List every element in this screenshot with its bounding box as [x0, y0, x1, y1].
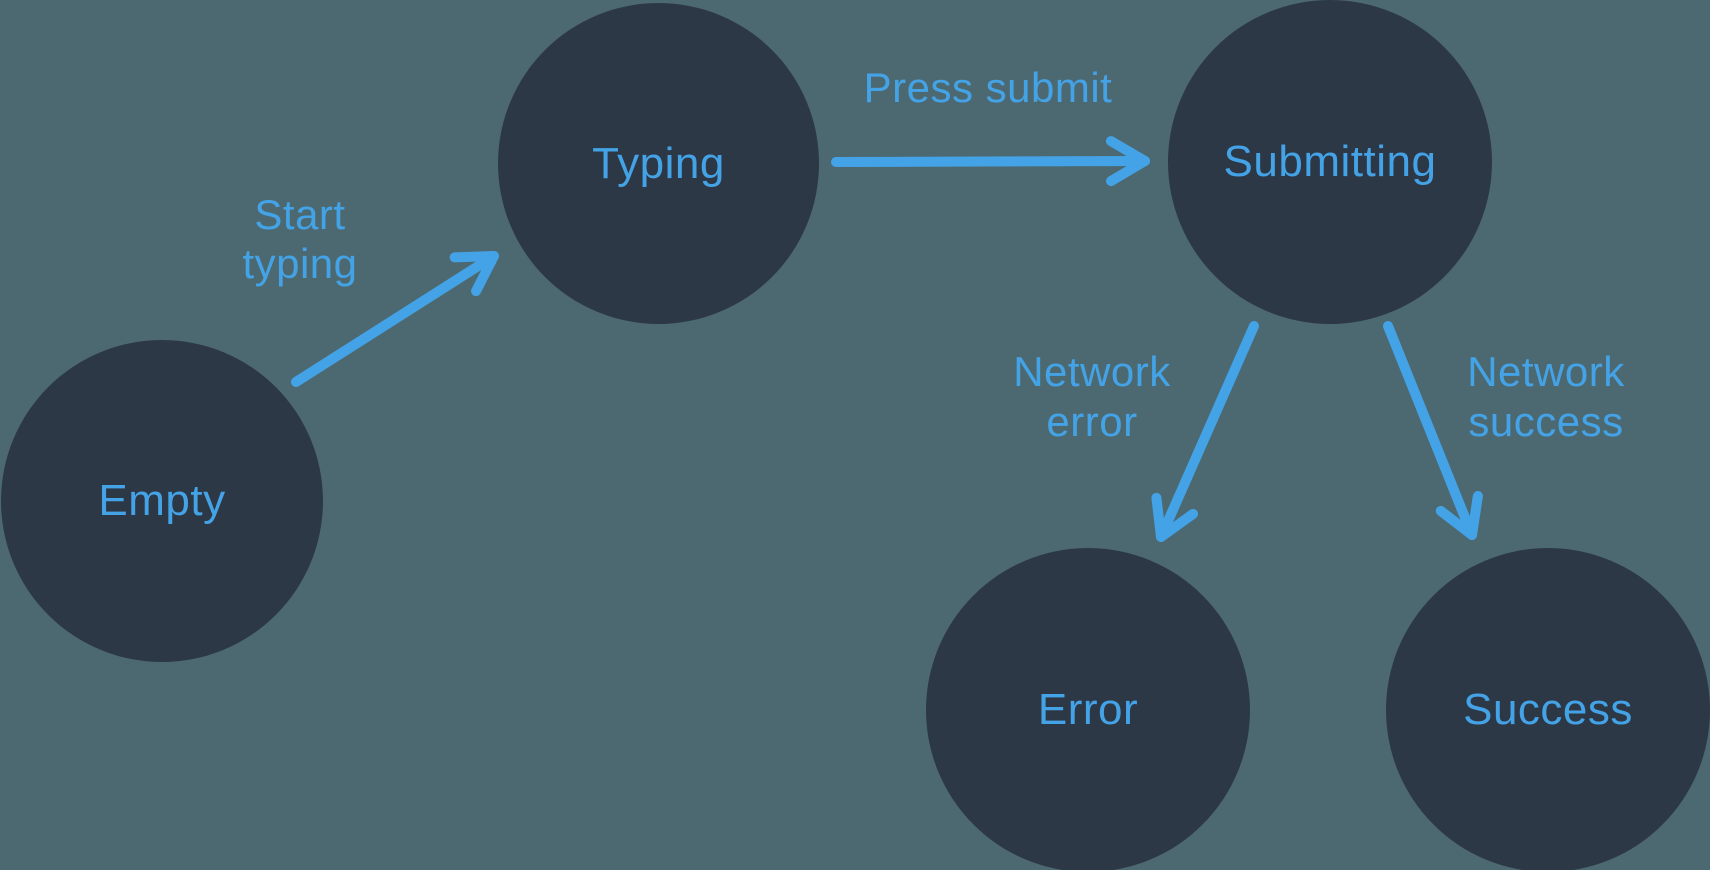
state-node-error: Error: [926, 548, 1250, 870]
edge-label-line: Press submit: [863, 64, 1113, 111]
state-label-typing: Typing: [592, 138, 725, 188]
edge-label-press-submit: Press submit: [818, 63, 1158, 113]
edge-label-network-error: Network error: [952, 347, 1232, 447]
state-label-success: Success: [1463, 685, 1633, 734]
edge-label-line: Network: [1467, 348, 1625, 395]
edge-label-line: error: [1046, 398, 1138, 445]
state-label-submitting: Submitting: [1223, 137, 1437, 186]
state-node-typing: Typing: [498, 3, 819, 324]
state-node-empty: Empty: [1, 340, 323, 662]
edge-label-line: Network: [1013, 348, 1171, 395]
state-node-success: Success: [1386, 548, 1710, 870]
state-label-error: Error: [1037, 685, 1139, 734]
edge-label-line: typing: [242, 240, 358, 287]
edge-label-start-typing: Start typing: [150, 190, 450, 288]
edge-label-network-success: Network success: [1406, 347, 1686, 447]
edge-label-line: success: [1468, 398, 1624, 445]
edge-label-line: Start: [254, 191, 346, 238]
state-label-empty: Empty: [98, 476, 226, 525]
edge-typing-to-submitting-arrow: [831, 136, 1150, 187]
state-node-submitting: Submitting: [1168, 0, 1492, 324]
